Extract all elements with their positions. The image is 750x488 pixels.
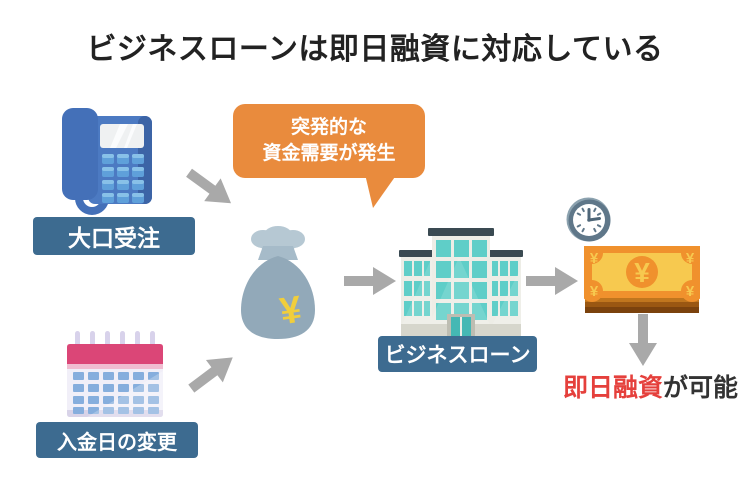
calendar-label: 入金日の変更: [36, 422, 198, 458]
yen-banknote-icon: ¥ ¥ ¥ ¥ ¥: [584, 246, 700, 313]
arrow-calendar-to-bag-icon: [188, 357, 233, 393]
calendar-label-text: 入金日の変更: [57, 431, 177, 454]
office-building-icon: [399, 228, 523, 343]
building-label: ビジネスローン: [378, 336, 537, 372]
note-yen-corner-br: ¥: [686, 283, 695, 300]
arrow-money-to-result-icon: [629, 314, 657, 366]
note-yen-center: ¥: [634, 257, 650, 288]
note-yen-corner-tl: ¥: [590, 250, 599, 267]
phone-label: 大口受注: [33, 217, 195, 255]
result-text: 即日融資が可能: [563, 368, 748, 404]
clock-icon: [566, 197, 611, 242]
arrow-bag-to-building-icon: [344, 267, 396, 295]
arrow-phone-to-bag-icon: [186, 168, 232, 204]
money-bag-icon: ¥: [241, 226, 315, 339]
note-yen-corner-tr: ¥: [686, 250, 695, 267]
page-title: ビジネスローンは即日融資に対応している: [86, 33, 664, 66]
building-label-text: ビジネスローン: [384, 344, 531, 367]
phone-label-text: 大口受注: [68, 225, 160, 251]
arrow-building-to-money-icon: [526, 267, 578, 295]
telephone-icon: [62, 108, 152, 215]
note-yen-corner-bl: ¥: [590, 283, 599, 300]
bubble-line1: 突発的な: [290, 117, 367, 139]
speech-bubble-tail: [365, 174, 397, 208]
calendar-icon: [67, 331, 163, 417]
result-rest: が可能: [663, 374, 739, 402]
speech-bubble: 突発的な 資金需要が発生: [233, 104, 425, 208]
result-highlight: 即日融資: [563, 374, 664, 402]
bubble-line2: 資金需要が発生: [262, 143, 396, 164]
